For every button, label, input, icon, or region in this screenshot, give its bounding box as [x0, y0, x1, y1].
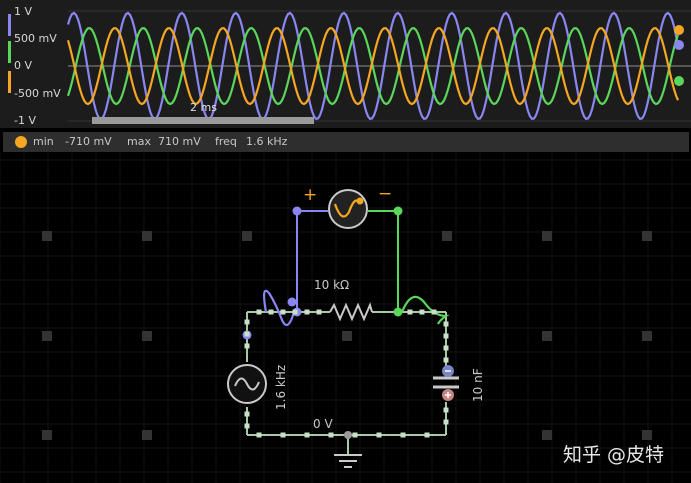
- y-label-neg500mv: -500 mV: [14, 87, 61, 100]
- grid-anchor: [142, 331, 152, 341]
- scope-stats-bar: min -710 mV max 710 mV freq 1.6 kHz: [3, 132, 689, 152]
- probe-blue-handle: [674, 40, 684, 50]
- wire-dot: [304, 432, 310, 438]
- freq-label: freq: [215, 135, 237, 148]
- wire-dot: [292, 309, 298, 315]
- resistor-symbol: [329, 302, 373, 322]
- grid-anchor: [642, 331, 652, 341]
- trace-orange-marker: [8, 71, 11, 93]
- ground-node: [344, 431, 352, 439]
- wire-dot: [244, 331, 250, 337]
- wire-dot: [424, 432, 430, 438]
- node-probe-plus[interactable]: [292, 206, 302, 216]
- wire-dot: [256, 432, 262, 438]
- grid-anchor: [42, 231, 52, 241]
- sine-icon: [234, 377, 260, 391]
- grid-anchor: [142, 430, 152, 440]
- grid-anchor: [42, 331, 52, 341]
- voltmeter-dot: [356, 197, 364, 205]
- grid-anchor: [342, 331, 352, 341]
- grid-anchor: [542, 331, 552, 341]
- grid-anchor: [542, 430, 552, 440]
- wire-dot: [443, 321, 449, 327]
- min-value: -710 mV: [65, 135, 112, 148]
- circuit-drawing[interactable]: [0, 152, 691, 483]
- wire-dot: [256, 309, 262, 315]
- wire-dot: [443, 419, 449, 425]
- node-wave-blue: [262, 289, 296, 327]
- ground-voltage-label: 0 V: [313, 417, 333, 431]
- wire-dot: [407, 309, 413, 315]
- max-value: 710 mV: [158, 135, 201, 148]
- node-resistor-right[interactable]: [393, 307, 403, 317]
- node-probe-minus[interactable]: [393, 206, 403, 216]
- grid-anchor: [142, 231, 152, 241]
- oscilloscope-panel[interactable]: 1 V 500 mV 0 V -500 mV -1 V 2 ms: [0, 0, 691, 128]
- voltmeter-minus-sign: −: [378, 184, 393, 204]
- wire-dot: [328, 432, 334, 438]
- y-label-1v: 1 V: [14, 5, 33, 18]
- y-label-neg1v: -1 V: [14, 114, 36, 127]
- scope-plot: [8, 10, 691, 124]
- wire-dot: [244, 343, 250, 349]
- y-label-0v: 0 V: [14, 59, 33, 72]
- circuit-canvas[interactable]: 10 kΩ 0 V 1.6 kHz 10 nF + −: [0, 152, 691, 483]
- trace-blue-marker: [8, 14, 11, 36]
- time-scale-label: 2 ms: [190, 101, 217, 114]
- grid-anchor: [642, 231, 652, 241]
- wire-dot: [419, 309, 425, 315]
- wire-dot: [400, 432, 406, 438]
- wave-green: [66, 27, 680, 106]
- wave-orange: [66, 27, 680, 106]
- capacitor-label: 10 nF: [471, 368, 485, 402]
- wire-dot: [280, 432, 286, 438]
- wire-dot: [352, 432, 358, 438]
- grid-anchor: [242, 231, 252, 241]
- grid-anchor: [442, 231, 452, 241]
- freq-value: 1.6 kHz: [246, 135, 288, 148]
- wire-dot: [244, 411, 250, 417]
- wave-blue: [66, 11, 680, 120]
- trace-color-dot: [15, 136, 27, 148]
- resistor-label: 10 kΩ: [314, 278, 350, 292]
- watermark-text: 知乎 @皮特: [563, 444, 665, 466]
- grid-anchor: [42, 430, 52, 440]
- node-blue-junction: [287, 297, 297, 307]
- min-label: min: [33, 135, 54, 148]
- grid-anchor: [642, 430, 652, 440]
- wire-dot: [443, 407, 449, 413]
- time-scale-bar: [92, 117, 314, 124]
- wire-dots: [244, 309, 449, 438]
- voltmeter-wave-icon: [333, 199, 359, 218]
- wire-dot: [431, 309, 437, 315]
- canvas-grid: [0, 152, 691, 483]
- wire-dot: [244, 319, 250, 325]
- wire-dot: [376, 432, 382, 438]
- wire-dot: [443, 333, 449, 339]
- source-frequency-label: 1.6 kHz: [274, 364, 288, 410]
- grid-anchor: [542, 231, 552, 241]
- max-label: max: [127, 135, 151, 148]
- wire-dot: [443, 345, 449, 351]
- wire-dot: [316, 309, 322, 315]
- wire-dot: [244, 423, 250, 429]
- y-label-500mv: 500 mV: [14, 32, 57, 45]
- voltmeter-plus-sign: +: [303, 185, 318, 205]
- voltmeter-symbol: [328, 189, 368, 229]
- probe-orange-handle: [674, 25, 684, 35]
- probe-green-handle: [674, 76, 684, 86]
- wire-dot: [443, 357, 449, 363]
- wire-dot: [268, 309, 274, 315]
- trace-green-marker: [8, 41, 11, 63]
- wire-dot: [304, 309, 310, 315]
- wire-dot: [280, 309, 286, 315]
